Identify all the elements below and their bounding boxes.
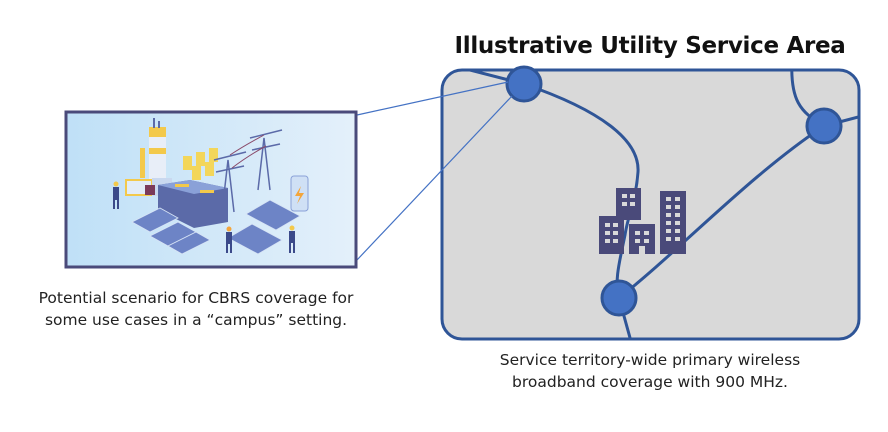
transmission-tower-icon: [213, 129, 283, 213]
network-node: [805, 107, 843, 145]
network-node: [505, 65, 543, 103]
network-node: [600, 279, 638, 317]
campus-caption-line: some use cases in a “campus” setting.: [44, 311, 348, 329]
worker-icon: [113, 181, 295, 253]
service-area-caption: Service territory-wide primary wireless …: [440, 349, 860, 393]
service-area: [440, 65, 861, 341]
campus-caption-line: Potential scenario for CBRS coverage for: [38, 289, 354, 307]
lightning-bolt-icon: [290, 175, 309, 212]
solar-panel-icon: [131, 199, 301, 255]
callout-connector-line: [356, 81, 509, 116]
route-line: [618, 124, 825, 300]
city-buildings-icon: [599, 188, 686, 254]
campus-caption: Potential scenario for CBRS coverage for…: [0, 287, 392, 331]
callout-connector-line: [356, 95, 513, 261]
service-area-boundary: [440, 68, 861, 341]
service-area-caption-line: Service territory-wide primary wireless: [499, 351, 801, 369]
campus-illustration: [64, 110, 358, 269]
power-plant-icon: [125, 118, 228, 228]
diagram-title: Illustrative Utility Service Area: [454, 33, 846, 59]
service-area-caption-line: broadband coverage with 900 MHz.: [512, 373, 788, 391]
